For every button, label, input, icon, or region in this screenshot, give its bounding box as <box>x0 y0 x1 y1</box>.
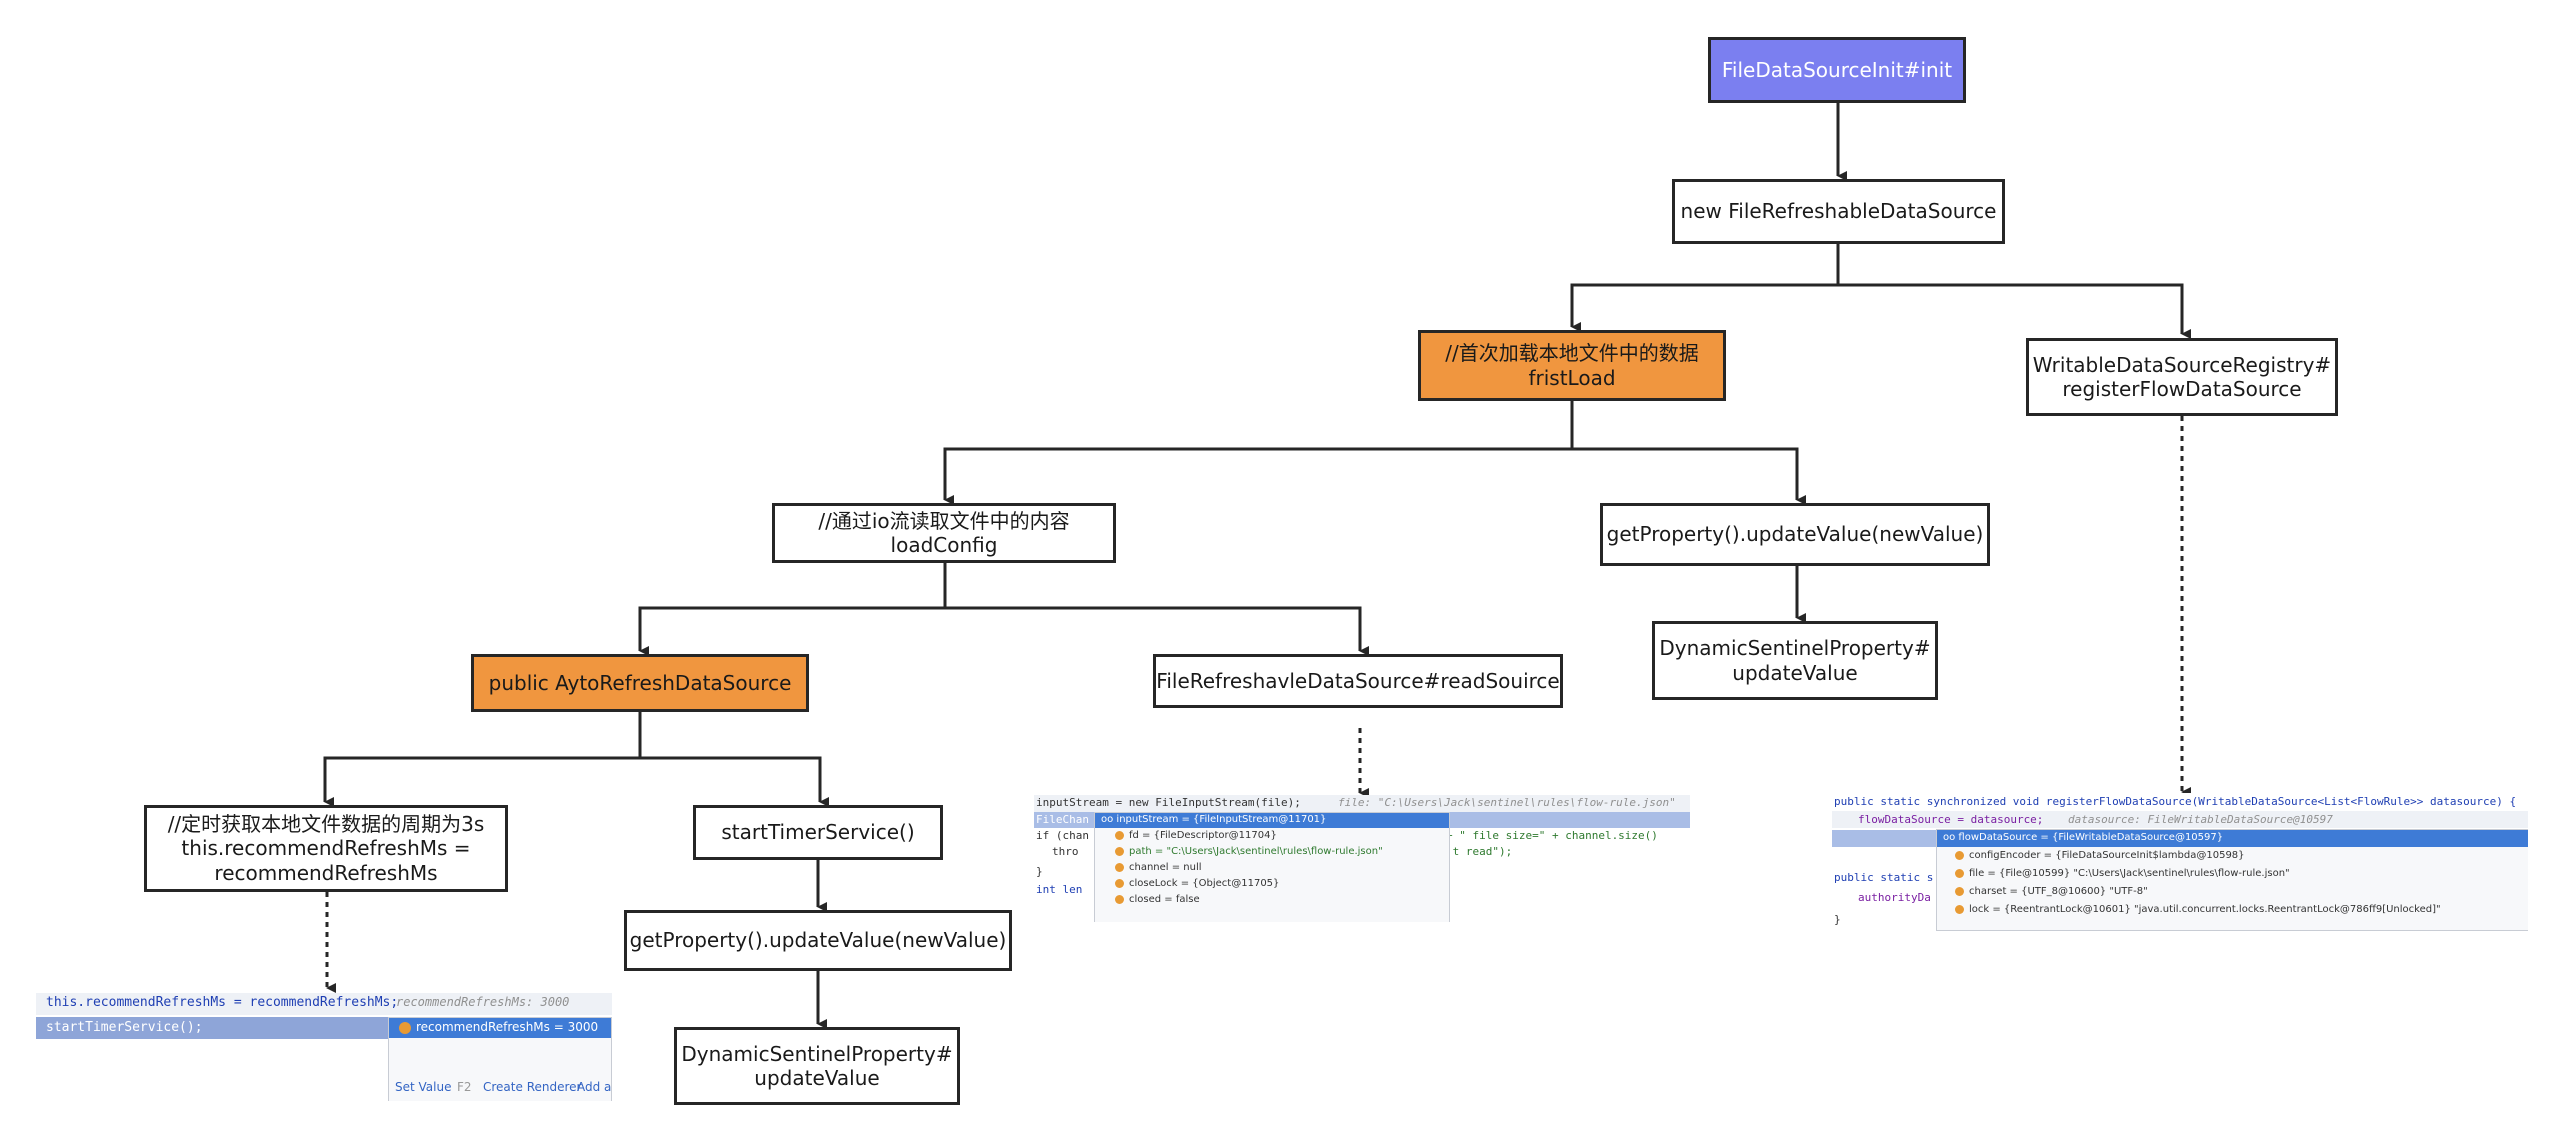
node-dsp-1-line-1: DynamicSentinelProperty# <box>1659 636 1931 661</box>
snippet-read-line-1: inputStream = new FileInputStream(file); <box>1036 796 1301 809</box>
snippet-timer-code-1: this.recommendRefreshMs = recommendRefre… <box>46 995 399 1010</box>
snippet-read-line-5: } <box>1036 865 1043 878</box>
node-init: FileDataSourceInit#init <box>1708 37 1966 103</box>
node-timer-comment-line-2: this.recommendRefreshMs = <box>181 836 471 861</box>
edge-loadconfig-to-autorefresh <box>638 563 947 656</box>
node-init-line-1: FileDataSourceInit#init <box>1721 57 1953 82</box>
node-registry-line-1: WritableDataSourceRegistry# <box>2032 352 2332 377</box>
snippet-read-popup-row-1: oo inputStream = {FileInputStream@11701} <box>1101 814 1327 825</box>
node-dynamic-sentinel-2: DynamicSentinelProperty# updateValue <box>674 1027 960 1105</box>
edge-loadconfig-to-readsource <box>945 606 1369 656</box>
snippet-registry-popup-row-3: file = {File@10599} "C:\Users\Jack\senti… <box>1969 868 2290 879</box>
field-icon <box>1115 846 1124 856</box>
snippet-registry-line-4: authorityDa <box>1858 891 1931 904</box>
node-new-file-refreshable: new FileRefreshableDataSource <box>1672 179 2005 244</box>
node-timer-comment: //定时获取本地文件数据的周期为3s this.recommendRefresh… <box>144 805 508 892</box>
field-icon <box>1115 862 1124 872</box>
node-load-config: //通过io流读取文件中的内容 loadConfig <box>772 503 1116 563</box>
node-timer-comment-line-1: //定时获取本地文件数据的周期为3s <box>167 811 485 836</box>
snippet-registry-popup: oo flowDataSource = {FileWritableDataSou… <box>1936 829 2528 931</box>
field-icon <box>1955 886 1964 896</box>
node-dynamic-sentinel-1: DynamicSentinelProperty# updateValue <box>1652 621 1938 700</box>
snippet-read-debugger: inputStream = new FileInputStream(file);… <box>1034 795 1690 922</box>
node-update-value-1: getProperty().updateValue(newValue) <box>1600 503 1990 566</box>
snippet-read-line-3: if (chan <box>1036 829 1089 842</box>
edge-autorefresh-to-starttimer <box>640 756 829 807</box>
field-icon <box>399 1021 411 1034</box>
edge-autorefresh-to-timercomment <box>323 712 642 807</box>
node-load-config-line-1: //通过io流读取文件中的内容 <box>818 508 1070 533</box>
snippet-read-line-1-hint: file: "C:\Users\Jack\sentinel\rules\flow… <box>1338 796 1676 809</box>
node-first-load-line-2: fristLoad <box>1528 365 1616 390</box>
snippet-timer-shortcut: F2 <box>457 1080 472 1094</box>
snippet-timer-popup-row: recommendRefreshMs = 3000 <box>416 1020 599 1034</box>
node-update-value-2-line-1: getProperty().updateValue(newValue) <box>629 928 1007 953</box>
node-auto-refresh-line-1: public AytoRefreshDataSource <box>488 670 792 695</box>
snippet-read-popup-row-6: closed = false <box>1129 894 1200 905</box>
snippet-timer-create-renderer[interactable]: Create Renderer <box>483 1080 582 1094</box>
snippet-read-line-2: FileChan <box>1036 813 1089 826</box>
node-update-value-1-line-1: getProperty().updateValue(newValue) <box>1606 522 1984 547</box>
snippet-read-popup-row-5: closeLock = {Object@11705} <box>1129 878 1280 889</box>
node-registry: WritableDataSourceRegistry# registerFlow… <box>2026 338 2338 416</box>
snippet-read-popup-row-4: channel = null <box>1129 862 1202 873</box>
snippet-registry-popup-row-5: lock = {ReentrantLock@10601} "java.util.… <box>1969 904 2441 915</box>
edge-new-to-firstload <box>1570 244 1840 332</box>
snippet-read-line-4-tail: 't read"); <box>1446 845 1513 858</box>
node-auto-refresh: public AytoRefreshDataSource <box>471 654 809 712</box>
snippet-timer-add[interactable]: Add a <box>577 1080 612 1094</box>
snippet-read-popup: oo inputStream = {FileInputStream@11701}… <box>1094 812 1450 922</box>
snippet-read-line-6: int len <box>1036 883 1083 896</box>
node-load-config-line-2: loadConfig <box>890 533 998 557</box>
node-dsp-1-line-2: updateValue <box>1732 660 1858 685</box>
snippet-registry-line-2: flowDataSource = datasource; <box>1858 813 2044 826</box>
snippet-registry-popup-row-4: charset = {UTF_8@10600} "UTF-8" <box>1969 886 2148 897</box>
node-dsp-2-line-2: updateValue <box>754 1066 880 1090</box>
snippet-timer-code-2: startTimerService(); <box>46 1020 203 1035</box>
field-icon <box>1115 878 1124 888</box>
node-read-source: FileRefreshavleDataSource#readSouirce <box>1153 654 1563 708</box>
node-start-timer: startTimerService() <box>693 805 943 860</box>
node-first-load: //首次加载本地文件中的数据 fristLoad <box>1418 330 1726 401</box>
snippet-registry-line-2-hint: datasource: FileWritableDataSource@10597 <box>2068 813 2333 826</box>
snippet-registry-popup-row-1: oo flowDataSource = {FileWritableDataSou… <box>1943 832 2224 843</box>
node-read-source-line-1: FileRefreshavleDataSource#readSouirce <box>1156 668 1560 693</box>
snippet-read-line-3-tail: + " file size=" + channel.size() <box>1446 829 1658 842</box>
edge-new-to-registry <box>1838 283 2191 339</box>
snippet-registry-popup-row-2: configEncoder = {FileDataSourceInit$lamb… <box>1969 850 2245 861</box>
node-start-timer-line-1: startTimerService() <box>721 820 915 845</box>
snippet-timer-popup: recommendRefreshMs = 3000 Set Value F2 C… <box>388 1017 612 1101</box>
node-registry-line-2: registerFlowDataSource <box>2062 377 2302 401</box>
field-icon <box>1115 830 1124 840</box>
snippet-registry-line-3: public static s <box>1834 871 1934 884</box>
edge-firstload-to-loadconfig <box>943 401 1574 505</box>
field-icon <box>1115 894 1124 904</box>
snippet-registry-line-5: } <box>1834 913 1841 926</box>
node-new-line-1: new FileRefreshableDataSource <box>1680 199 1997 224</box>
snippet-timer-debugger: this.recommendRefreshMs = recommendRefre… <box>36 993 612 1101</box>
node-update-value-2: getProperty().updateValue(newValue) <box>624 910 1012 971</box>
snippet-read-popup-row-3: path = "C:\Users\Jack\sentinel\rules\flo… <box>1129 846 1383 857</box>
snippet-registry-debugger: public static synchronized void register… <box>1832 793 2528 931</box>
node-dsp-2-line-1: DynamicSentinelProperty# <box>681 1041 953 1066</box>
snippet-timer-hint-1: recommendRefreshMs: 3000 <box>396 995 570 1009</box>
field-icon <box>1955 904 1964 914</box>
snippet-read-popup-row-2: fd = {FileDescriptor@11704} <box>1129 830 1277 841</box>
node-first-load-line-1: //首次加载本地文件中的数据 <box>1445 341 1699 366</box>
snippet-read-line-4: thro <box>1052 845 1079 858</box>
field-icon <box>1955 850 1964 860</box>
snippet-registry-line-1: public static synchronized void register… <box>1834 795 2517 808</box>
field-icon <box>1955 868 1964 878</box>
node-timer-comment-line-3: recommendRefreshMs <box>214 860 438 885</box>
edge-firstload-to-update1 <box>1572 447 1806 505</box>
snippet-timer-set-value[interactable]: Set Value <box>395 1080 452 1094</box>
